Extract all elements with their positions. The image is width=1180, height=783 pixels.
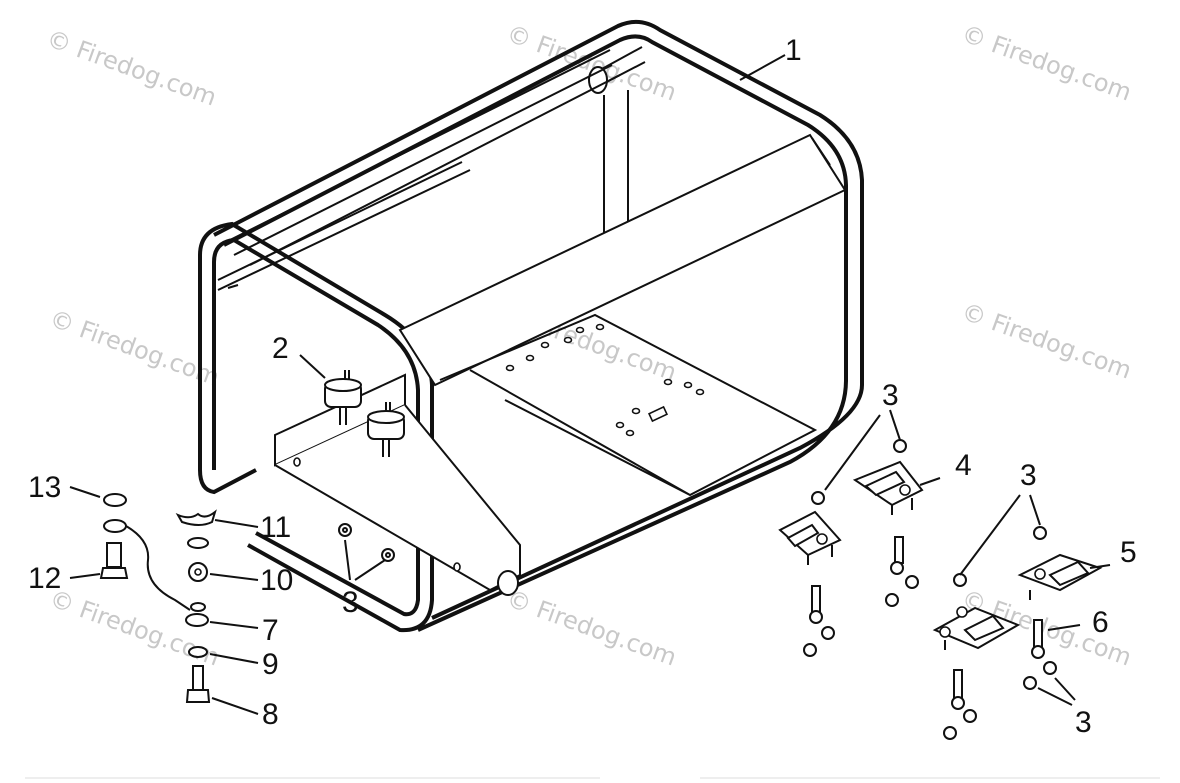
callout-3-top: 3 [882, 379, 899, 412]
leader-lines [69, 54, 1111, 715]
ground-assembly [99, 493, 217, 703]
frame-back-loop [213, 19, 864, 385]
callout-6: 6 [1092, 606, 1109, 639]
frame-side-lines [217, 161, 471, 291]
watermark-1: © Firedog.com [43, 24, 220, 111]
callout-1: 1 [785, 34, 802, 67]
callout-11: 11 [260, 511, 291, 544]
rubber-mount-1 [324, 370, 362, 425]
washer-13 [103, 493, 127, 507]
callouts: 1 2 3 4 3 5 6 3 3 13 12 11 10 7 9 8 [28, 34, 1137, 739]
watermark-7: © Firedog.com [46, 584, 223, 671]
beam-end-cap [497, 570, 519, 596]
watermark-2: © Firedog.com [503, 19, 680, 106]
frame-top-bar [229, 49, 621, 266]
ground-wire [125, 525, 191, 611]
watermark-8: © Firedog.com [503, 584, 680, 671]
rubber-mount-2 [367, 402, 405, 457]
callout-13: 13 [28, 471, 61, 504]
bolt-8 [192, 665, 204, 691]
bolts-and-nuts [803, 536, 1057, 740]
callout-4: 4 [955, 449, 972, 482]
watermark-6: © Firedog.com [958, 297, 1135, 384]
callout-3-beam: 3 [342, 586, 359, 619]
wing-nut-11 [175, 509, 217, 526]
bolt-12 [106, 542, 122, 568]
base-holes [505, 323, 705, 437]
callout-9: 9 [262, 648, 279, 681]
frame-post [603, 90, 629, 250]
bracket-right-front [932, 573, 1021, 650]
beam-nuts [338, 523, 395, 562]
callout-7: 7 [262, 614, 279, 647]
callout-8: 8 [262, 698, 279, 731]
watermark-4: © Firedog.com [46, 304, 223, 391]
bracket-5 [1017, 526, 1103, 600]
bracket-4 [852, 439, 924, 515]
frame-base-plate [439, 313, 818, 497]
frame-assembly [198, 19, 864, 633]
callout-2: 2 [272, 332, 289, 365]
callout-3-bottom-right: 3 [1075, 706, 1092, 739]
frame-bottom-rail [417, 379, 864, 632]
frame-cross-member [398, 133, 847, 387]
callout-10: 10 [260, 564, 293, 597]
callout-5: 5 [1120, 536, 1137, 569]
callout-12: 12 [28, 562, 61, 595]
callout-3-right: 3 [1020, 459, 1037, 492]
watermark-3: © Firedog.com [958, 19, 1135, 106]
bracket-left [778, 491, 842, 565]
